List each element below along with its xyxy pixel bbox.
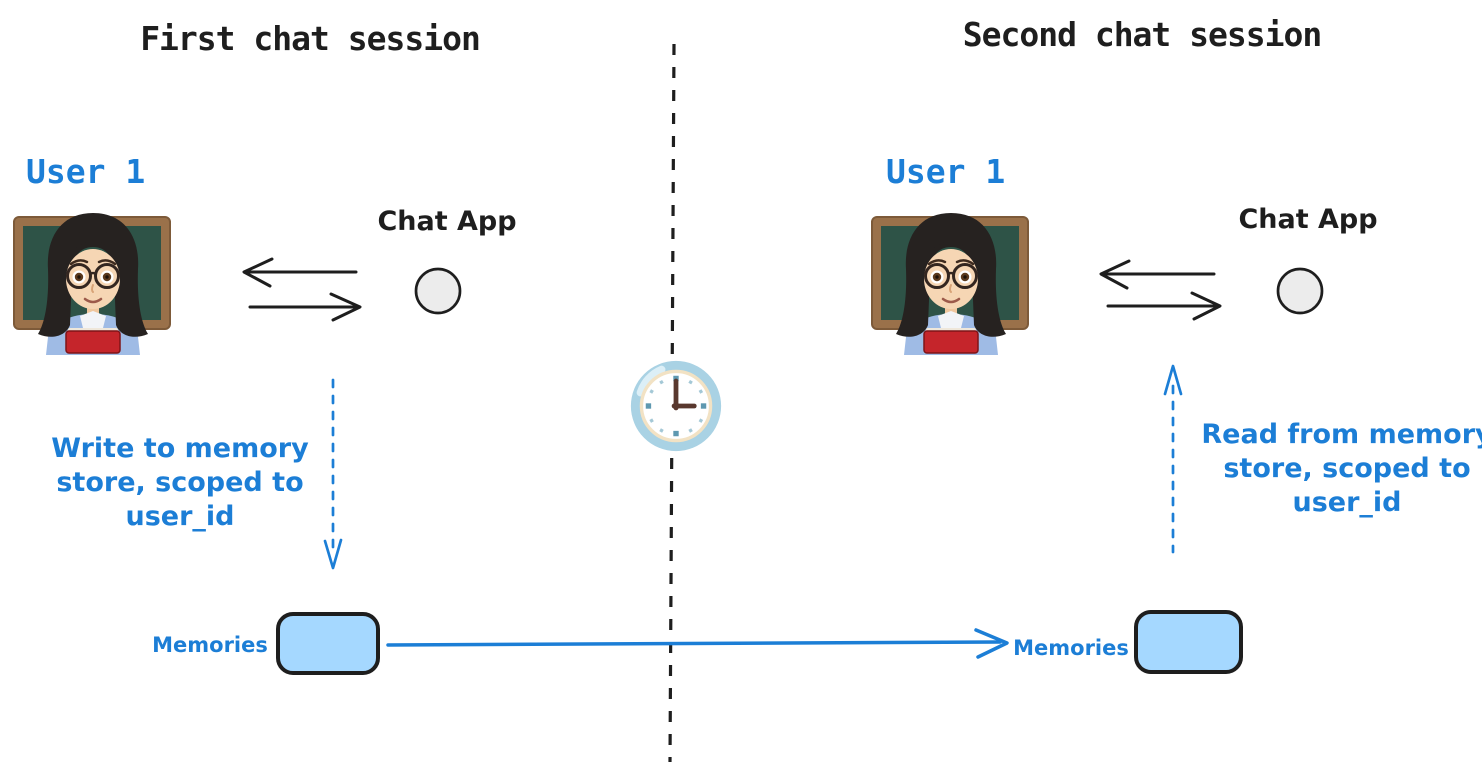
left-chat-app-label: Chat App [377, 206, 517, 237]
right-memory-store-box [1134, 610, 1243, 674]
left-user-label: User 1 [26, 152, 146, 191]
memory-arrow-stem [386, 640, 1002, 647]
right-user-label: User 1 [886, 152, 1006, 191]
left-arrow-to-app-head [329, 292, 362, 322]
memory-arrow-head [974, 628, 1009, 659]
first-session-title: First chat session [140, 19, 481, 58]
right-woman-teacher-icon [866, 197, 1036, 359]
read-from-memory-arrow [1163, 364, 1183, 554]
memory-carryover-arrow [386, 628, 1009, 659]
write-note-line-2: store, scoped to [56, 467, 304, 498]
right-user-chatapp-arrows [1099, 259, 1222, 321]
second-session-title: Second chat session [962, 15, 1323, 54]
right-memories-label: Memories [1013, 636, 1129, 660]
read-note-line-3: user_id [1292, 487, 1402, 518]
left-user-chatapp-arrows [242, 257, 362, 322]
right-chat-app-label: Chat App [1238, 204, 1378, 235]
read-arrow-head [1163, 364, 1183, 396]
read-note-line-2: store, scoped to [1223, 453, 1471, 484]
left-memory-store-box [276, 612, 380, 675]
write-to-memory-note: Write to memory store, scoped to user_id [40, 432, 320, 534]
right-chat-app-node [1276, 267, 1324, 315]
left-memories-label: Memories [152, 633, 268, 657]
clock-icon [628, 358, 724, 458]
left-arrow-to-user-head [242, 257, 274, 288]
read-note-line-1: Read from memory [1201, 419, 1482, 450]
read-from-memory-note: Read from memory store, scoped to user_i… [1197, 418, 1482, 520]
left-chat-app-node [414, 267, 462, 315]
write-note-line-3: user_id [125, 501, 235, 532]
write-note-line-1: Write to memory [51, 433, 309, 464]
write-to-memory-arrow [323, 378, 343, 570]
right-arrow-to-user-head [1099, 259, 1131, 290]
right-arrow-to-app-head [1190, 291, 1222, 321]
write-arrow-head [323, 538, 343, 570]
left-woman-teacher-icon [8, 197, 178, 359]
